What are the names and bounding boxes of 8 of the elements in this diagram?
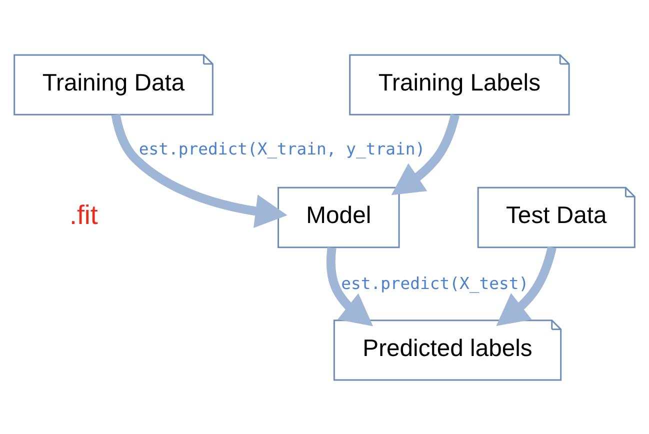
- arrow: [391, 113, 460, 195]
- edge-label: est.predict(X_test): [341, 273, 529, 292]
- label: .fit: [70, 200, 98, 230]
- node-box: Model: [278, 186, 400, 248]
- arrow: [326, 246, 374, 326]
- edge-label: est.predict(X_train, y_train): [138, 139, 426, 158]
- arrow: [111, 113, 288, 228]
- arrow: [496, 246, 556, 326]
